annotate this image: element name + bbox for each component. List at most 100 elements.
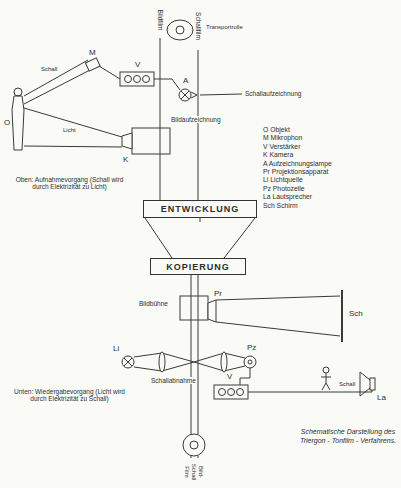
film-strip [191,275,192,434]
process-box: KOPIERUNG [150,258,246,275]
light-cone [24,108,122,137]
legend: O ObjektM MikrophonV VerstärkerK KameraA… [263,126,332,210]
light-source [124,358,132,366]
legend-entry: O Objekt [263,126,332,134]
sound-cone [24,60,90,104]
part-label: Schall [40,66,58,73]
amplifier-symbol [237,389,244,396]
part-label: Schallabnahme [150,377,197,384]
object-figure [14,88,22,96]
amplifier-symbol [214,385,248,399]
transport-roller [176,26,184,34]
loudspeaker-symbol [360,372,375,396]
film-strip [160,38,161,200]
photocell-symbol [244,356,256,368]
part-label: Unten: Wiedergabevorgang (Licht wird dur… [6,388,133,403]
legend-entry: V Verstärker [263,143,332,151]
object-figure [12,96,24,150]
funnel-guide [200,218,201,222]
recording-lamp [181,91,189,99]
box-label: KOPIERUNG [166,262,230,272]
screen-symbol [341,290,343,342]
amplifier-symbol [228,389,235,396]
part-letter: M [88,48,97,57]
light-source [122,356,134,368]
light-source [124,358,132,366]
microphone-symbol [85,58,100,71]
caption: Schematische Darstellung des Triergon - … [298,428,398,446]
part-label: Licht [62,127,77,134]
part-label: Bildbühne [138,300,169,307]
listener-figure [321,367,331,390]
microphone-symbol [99,66,120,79]
part-letter: Pz [246,343,257,352]
loudspeaker-symbol [360,372,370,396]
listener-figure [323,367,329,373]
sound-cone [24,70,90,104]
sound-cone [24,60,88,96]
listener-figure [322,383,326,390]
projector-symbol [180,296,340,336]
sound-reading-optics [134,352,245,372]
transport-roller [167,20,193,40]
legend-entry: Pr Projektionsapparat [263,168,332,176]
recording-lamp [200,94,242,95]
projector-symbol [191,296,192,320]
recording-lamp [191,92,197,98]
part-letter: A [182,76,189,85]
box-label: ENTWICKLUNG [161,204,240,214]
sound-reading-optics [134,353,245,362]
amplifier-symbol [154,79,180,90]
film-reel [190,441,198,449]
camera-symbol [122,133,132,149]
light-source [122,356,134,368]
amplifier-symbol [219,389,226,396]
transport-roller [167,20,193,40]
part-label: Schall [338,381,356,388]
part-letter: La [376,393,387,402]
legend-entry: Sch Schirm [263,202,332,210]
part-label: Oben: Aufnahmevorgang (Schall wird durch… [6,176,133,191]
light-cone [24,146,122,147]
listener-figure [326,373,327,383]
film-strip [198,275,199,434]
projector-symbol [198,296,199,320]
part-letter: V [134,60,141,69]
photocell-symbol [248,360,252,364]
funnel-guide [200,218,201,222]
amplifier-symbol [248,390,372,392]
photocell-symbol [240,356,256,385]
amplifier-symbol [120,72,180,90]
film-strip [198,50,199,200]
film-reel [183,434,205,456]
camera-symbol [122,128,170,154]
film-label: Schallfilm [194,11,201,41]
part-letter: Sch [348,309,364,318]
sound-reading-optics [221,352,227,372]
legend-entry: M Mikrophon [263,134,332,142]
part-letter: K [122,155,129,164]
photocell-symbol [240,368,250,385]
legend-entry: La Lautsprecher [263,193,332,201]
amplifier-symbol [120,72,154,86]
screen-symbol [342,290,343,342]
film-funnel [145,218,255,258]
amplifier-symbol [134,76,141,83]
microphone-symbol [85,58,120,79]
listener-figure [326,383,330,390]
recording-lamp [179,89,242,101]
part-letter: V [226,372,233,381]
film-reel [183,434,205,456]
loudspeaker-symbol [370,378,375,390]
part-label: Bildaufzeichnung [170,116,222,123]
part-letter: Li [112,344,120,353]
film-label: Bild- Schall Film [184,458,205,486]
part-label: Transportrolle [205,24,244,31]
camera-symbol [132,128,170,154]
legend-entry: K Kamera [263,151,332,159]
part-letter: O [3,118,11,127]
